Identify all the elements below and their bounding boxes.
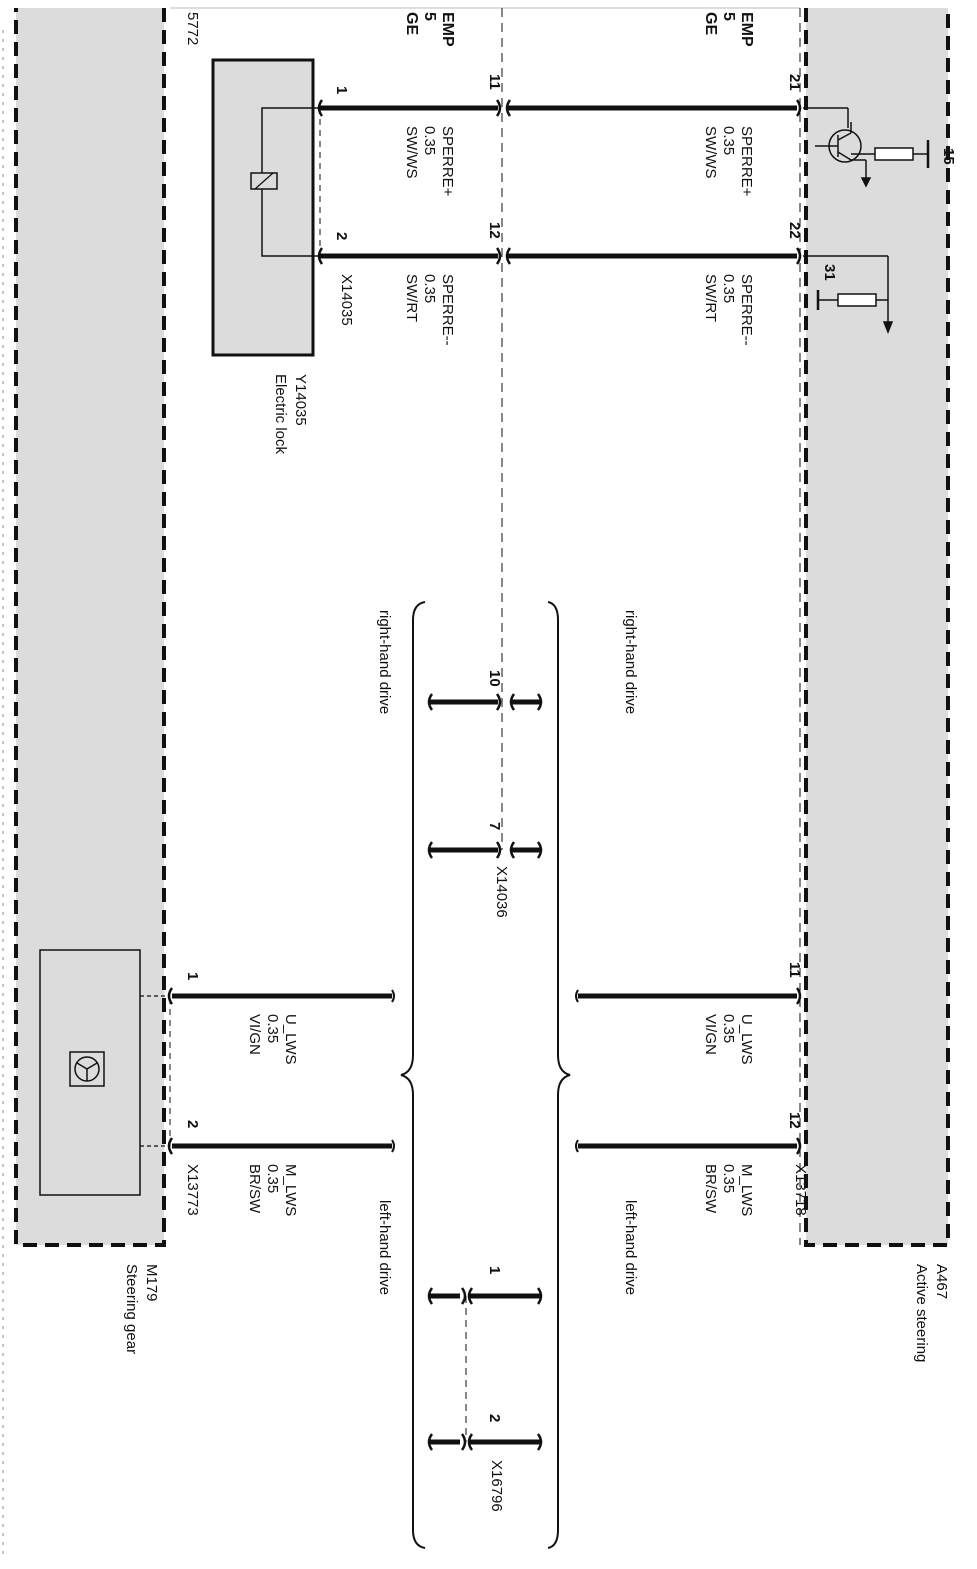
svg-text:0.35: 0.35 <box>720 1164 737 1193</box>
svg-text:0.35: 0.35 <box>421 274 438 303</box>
svg-text:SW/WS: SW/WS <box>702 126 719 179</box>
transistor-circuit <box>803 107 930 188</box>
svg-text:Electric lock: Electric lock <box>272 374 289 455</box>
a467-module-outline <box>804 8 950 1247</box>
svg-text:A467: A467 <box>933 1264 950 1299</box>
electric-lock-label: Y14035 Electric lock <box>272 374 309 455</box>
electric-lock-box <box>211 58 315 357</box>
svg-text:0.35: 0.35 <box>264 1014 281 1043</box>
pin-7: 7 <box>486 822 503 830</box>
svg-text:0.35: 0.35 <box>720 126 737 155</box>
x14036-stubs <box>427 693 543 859</box>
svg-text:5: 5 <box>421 12 438 21</box>
pin-21: 21 <box>786 74 803 91</box>
svg-text:0.35: 0.35 <box>720 1014 737 1043</box>
pin-lock-2: 2 <box>333 232 350 240</box>
partial-temp-label-right: EMP <box>738 12 755 47</box>
pin-m179-1: 1 <box>184 972 201 980</box>
svg-text:Y14035: Y14035 <box>292 374 309 426</box>
pin-mid-11: 11 <box>486 74 503 90</box>
pin-10: 10 <box>486 670 503 687</box>
wire-label-sperre-minus-right: SPERRE-- 0.35 SW/RT <box>702 274 755 346</box>
svg-text:Active steering: Active steering <box>913 1264 930 1362</box>
svg-text:BR/SW: BR/SW <box>702 1164 719 1214</box>
connector-x13773: X13773 <box>184 1164 201 1216</box>
m179-module-outline <box>14 8 166 1247</box>
wire-label-m-lws-right: M_LWS 0.35 BR/SW <box>702 1164 755 1216</box>
connector-hooks <box>167 99 802 1155</box>
svg-text:SPERRE--: SPERRE-- <box>439 274 456 346</box>
svg-text:SW/WS: SW/WS <box>403 126 420 179</box>
svg-text:SW/RT: SW/RT <box>702 274 719 322</box>
pin-x16796-2: 2 <box>486 1414 503 1422</box>
angle-sensor-icon <box>69 1051 105 1087</box>
pin-x16796-1: 1 <box>486 1266 503 1274</box>
svg-text:U_LWS: U_LWS <box>738 1014 755 1065</box>
svg-text:0.35: 0.35 <box>421 126 438 155</box>
rhd-label-right: right-hand drive <box>622 610 639 714</box>
connector-x13718: X13718 <box>792 1164 809 1216</box>
svg-text:U_LWS: U_LWS <box>282 1014 299 1065</box>
wire-label-u-lws-right: U_LWS 0.35 VI/GN <box>702 1014 755 1065</box>
svg-text:GE: GE <box>403 12 420 35</box>
svg-text:0.35: 0.35 <box>720 274 737 303</box>
svg-text:BR/SW: BR/SW <box>246 1164 263 1214</box>
svg-text:SPERRE+: SPERRE+ <box>738 126 755 197</box>
svg-text:0.35: 0.35 <box>264 1164 281 1193</box>
svg-text:GE: GE <box>702 12 719 35</box>
wire-label-sperre-plus-left: SPERRE+ 0.35 SW/WS <box>403 126 456 197</box>
steering-gear-label: M179 Steering gear <box>123 1264 160 1354</box>
connector-x16796: X16796 <box>488 1460 505 1512</box>
x16796-stubs <box>427 1287 543 1451</box>
brace-right <box>547 601 571 1549</box>
pin-m179-2: 2 <box>184 1120 201 1128</box>
svg-text:VI/GN: VI/GN <box>702 1014 719 1055</box>
connector-x14036: X14036 <box>493 866 510 918</box>
svg-text:SPERRE+: SPERRE+ <box>439 126 456 197</box>
wire-label-u-lws-left: U_LWS 0.35 VI/GN <box>246 1014 299 1065</box>
lhd-label-right: left-hand drive <box>622 1200 639 1295</box>
wire-label-sperre-minus-left: SPERRE-- 0.35 SW/RT <box>403 274 456 346</box>
svg-text:M_LWS: M_LWS <box>738 1164 755 1216</box>
partial-module-id: 5772 <box>184 12 201 45</box>
pin-31: 31 <box>821 264 838 281</box>
connector-x14035: X14035 <box>338 274 355 326</box>
svg-text:M_LWS: M_LWS <box>282 1164 299 1216</box>
wire-label-sperre-plus-right: SPERRE+ 0.35 SW/WS <box>702 126 755 197</box>
pin-15: 15 <box>940 148 957 165</box>
pin-a467-12: 12 <box>786 1112 803 1129</box>
svg-text:VI/GN: VI/GN <box>246 1014 263 1055</box>
rhd-label-left: right-hand drive <box>376 610 393 714</box>
svg-text:Steering gear: Steering gear <box>123 1264 140 1354</box>
lhd-label-left: left-hand drive <box>376 1200 393 1295</box>
svg-text:SW/RT: SW/RT <box>403 274 420 322</box>
a467-module-fill <box>806 8 948 1245</box>
active-steering-label: A467 Active steering <box>913 1264 950 1362</box>
svg-text:5: 5 <box>720 12 737 21</box>
pin-a467-11: 11 <box>786 962 803 978</box>
pin-lock-1: 1 <box>333 86 350 94</box>
svg-text:SPERRE--: SPERRE-- <box>738 274 755 346</box>
ground-circuit <box>803 255 894 335</box>
pin-mid-12: 12 <box>486 222 503 239</box>
svg-text:M179: M179 <box>143 1264 160 1302</box>
pin-22: 22 <box>786 222 803 239</box>
brace-left <box>400 601 426 1549</box>
partial-temp-label-left: EMP <box>439 12 456 47</box>
wire-label-m-lws-left: M_LWS 0.35 BR/SW <box>246 1164 299 1216</box>
